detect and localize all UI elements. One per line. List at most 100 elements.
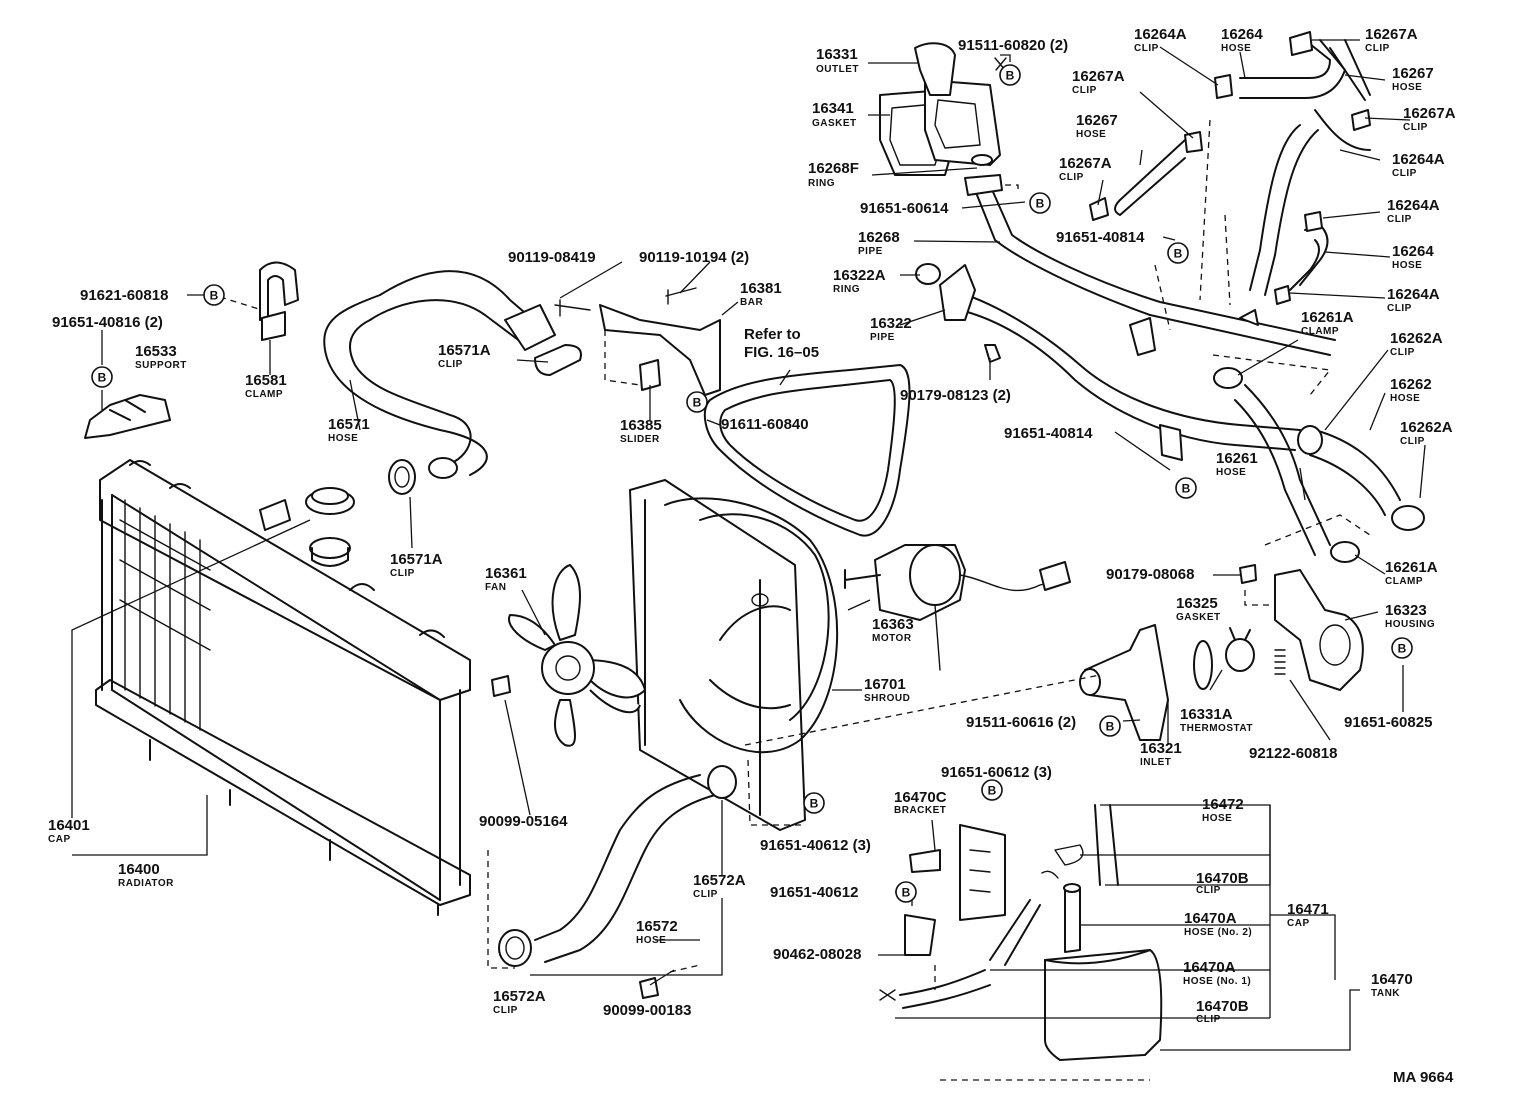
part-name: CLAMP (1385, 576, 1424, 587)
shroud-drawing (629, 479, 839, 831)
svg-text:B: B (1006, 69, 1015, 83)
part-name: HOSE (636, 935, 667, 946)
part-name: BRACKET (894, 805, 947, 816)
part-name: SLIDER (620, 434, 660, 445)
svg-text:B: B (988, 784, 997, 798)
part-name: CLAMP (1301, 326, 1340, 337)
pipe-16268-drawing (964, 174, 1336, 356)
diagram-code: MA 9664 (1393, 1069, 1454, 1086)
svg-text:B: B (1398, 642, 1407, 656)
svg-text:B: B (902, 886, 911, 900)
part-number: 16400 (118, 861, 160, 878)
part-number: 16267 (1392, 65, 1434, 82)
hoses-16261-16262-drawing (1213, 367, 1425, 563)
bar-slider-drawing (554, 287, 721, 396)
part-name: TANK (1371, 988, 1401, 999)
part-name: RING (808, 178, 835, 189)
bolt-marker-icon: B (999, 64, 1021, 86)
part-number: 16470A (1184, 910, 1237, 927)
drive-belt-drawing (703, 364, 911, 537)
svg-text:B: B (98, 371, 107, 385)
part-name: HOSE (1202, 813, 1233, 824)
svg-text:B: B (693, 396, 702, 410)
part-number: 16472 (1202, 796, 1244, 813)
reservoir-tank-drawing (879, 804, 1163, 1061)
part-name: PIPE (870, 332, 895, 343)
part-number: 90099-00183 (603, 1002, 692, 1019)
upper-hose-drawing (323, 270, 556, 479)
part-name: HOSE (1390, 393, 1421, 404)
part-number: 90119-10194 (2) (639, 249, 750, 266)
part-number: 16267A (1403, 105, 1456, 122)
part-number: 16267A (1365, 26, 1418, 43)
bolt-marker-icon: B (1175, 477, 1197, 499)
part-name: CLIP (693, 889, 718, 900)
part-name: RADIATOR (118, 878, 174, 889)
part-number: 16262A (1400, 419, 1453, 436)
part-number: 91621-60818 (80, 287, 169, 304)
part-name: CLIP (438, 359, 463, 370)
part-number: 16572A (493, 988, 546, 1005)
part-number: 90462-08028 (773, 946, 862, 963)
part-number: 16322 (870, 315, 912, 332)
part-number: 16264 (1392, 243, 1434, 260)
part-number: 16572 (636, 918, 678, 935)
part-name: HOSE (1216, 467, 1247, 478)
part-name: CAP (1287, 918, 1310, 929)
part-name: PIPE (858, 246, 883, 257)
part-name: CLIP (1387, 303, 1412, 314)
part-name: GASKET (1176, 612, 1221, 623)
bolt-marker-icon: B (803, 792, 825, 814)
outlet-gasket-drawing (879, 42, 1007, 176)
svg-text:B: B (1182, 482, 1191, 496)
part-number: 16470B (1196, 870, 1249, 887)
bolt-marker-icon: B (91, 366, 113, 388)
part-name: CLIP (1072, 85, 1097, 96)
part-name: RING (833, 284, 860, 295)
part-number: 16262A (1390, 330, 1443, 347)
bolt-marker-icon: B (981, 779, 1003, 801)
part-name: CLIP (1387, 214, 1412, 225)
part-name: CLIP (390, 568, 415, 579)
part-name: SHROUD (864, 693, 911, 704)
dashed-alignment-lines (219, 119, 1371, 1081)
part-number: 16268F (808, 160, 859, 177)
bolt-marker-icon: B (1167, 242, 1189, 264)
bolt-marker-icon: B (895, 881, 917, 903)
part-name: HOSE (1392, 260, 1423, 271)
part-number: 16331 (816, 46, 858, 63)
svg-text:B: B (210, 289, 219, 303)
part-number: 90179-08068 (1106, 566, 1195, 583)
part-number: 90179-08123 (2) (900, 387, 1011, 404)
part-number: 16470C (894, 789, 947, 806)
part-number: 16470 (1371, 971, 1413, 988)
part-number: 16322A (833, 267, 886, 284)
part-name: MOTOR (872, 633, 912, 644)
part-number: 90099-05164 (479, 813, 568, 830)
part-number: 16361 (485, 565, 527, 582)
part-number: 16267 (1076, 112, 1118, 129)
fan-drawing (491, 564, 646, 747)
part-name: CLIP (1403, 122, 1428, 133)
part-name: HOSE (328, 433, 359, 444)
part-number: 16381 (740, 280, 782, 297)
part-number: 16264A (1392, 151, 1445, 168)
part-number: 16261A (1385, 559, 1438, 576)
svg-text:B: B (810, 797, 819, 811)
svg-text:B: B (1036, 197, 1045, 211)
part-number: 91511-60616 (2) (966, 714, 1077, 731)
part-number: 91651-40612 (3) (760, 837, 871, 854)
motor-drawing (844, 544, 1071, 671)
part-number: 16571 (328, 416, 370, 433)
part-name: FAN (485, 582, 507, 593)
part-number: 16581 (245, 372, 287, 389)
part-number: 16572A (693, 872, 746, 889)
part-number: 16385 (620, 417, 662, 434)
lower-hose-drawing (498, 765, 737, 999)
lower-clip-drawing (388, 459, 416, 495)
part-number: 92122-60818 (1249, 745, 1338, 762)
part-number: 16533 (135, 343, 177, 360)
part-number: 90119-08419 (508, 249, 596, 266)
